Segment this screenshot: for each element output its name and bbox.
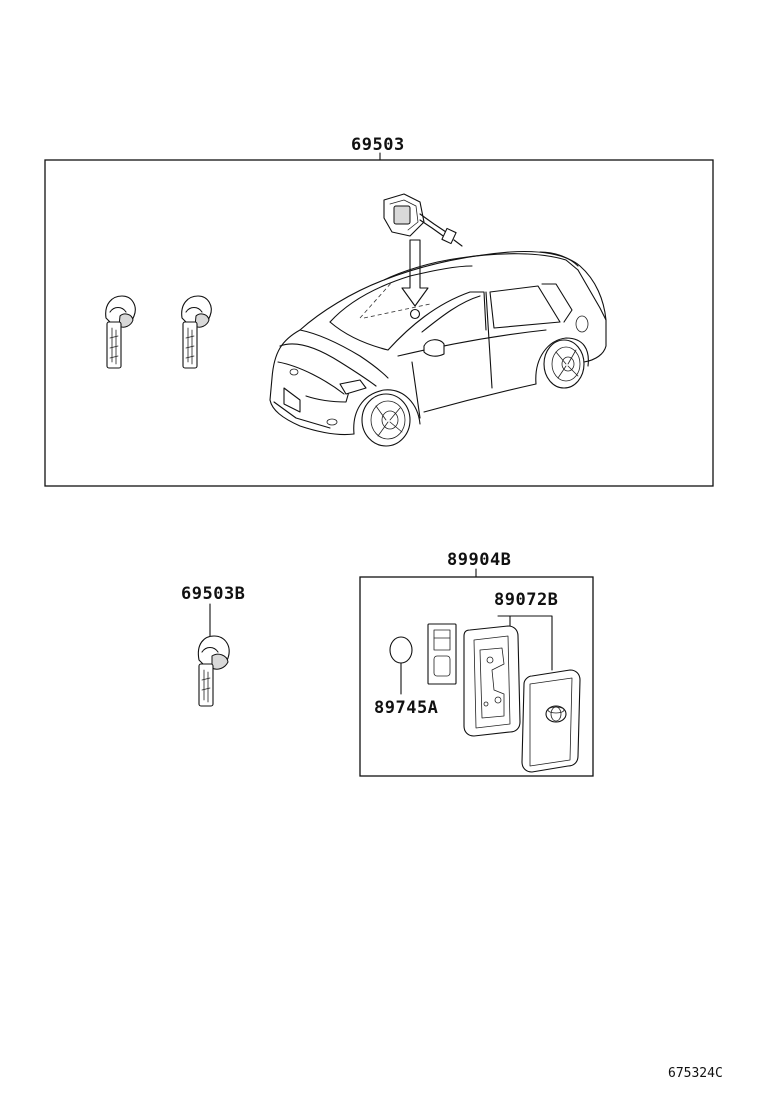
install-arrow bbox=[401, 239, 429, 307]
label-89072B: 89072B bbox=[494, 590, 558, 610]
case-inner bbox=[463, 625, 521, 737]
key-blank bbox=[197, 635, 230, 707]
label-89745A: 89745A bbox=[374, 698, 438, 718]
figure-reference: 675324C bbox=[668, 1066, 723, 1081]
case-cover-outer bbox=[521, 669, 581, 773]
label-69503B: 69503B bbox=[181, 584, 245, 604]
kit-frame-69503 bbox=[44, 159, 714, 487]
label-69503: 69503 bbox=[351, 135, 405, 155]
label-89904B: 89904B bbox=[447, 550, 511, 570]
kit-frame-89904B bbox=[359, 576, 594, 777]
key-left bbox=[105, 295, 136, 369]
key-right bbox=[181, 295, 212, 369]
brand-emblem-icon bbox=[545, 705, 567, 723]
battery-coin bbox=[389, 636, 413, 695]
lock-cylinder bbox=[383, 193, 463, 247]
circuit-board bbox=[427, 623, 457, 685]
vehicle-illustration bbox=[269, 251, 607, 447]
